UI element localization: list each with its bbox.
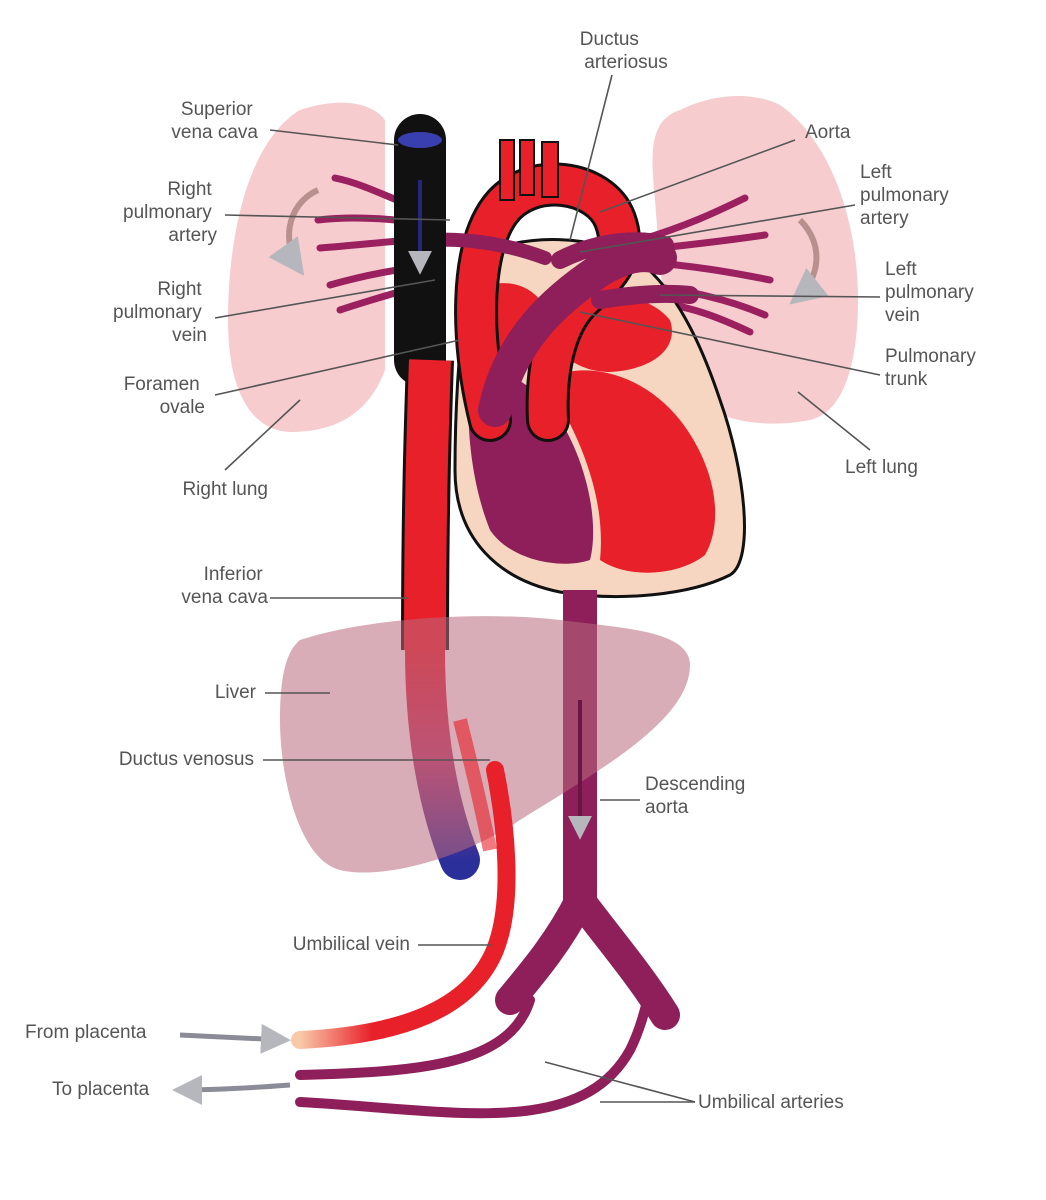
label-to-placenta: To placenta — [52, 1079, 150, 1100]
label-from-placenta: From placenta — [25, 1022, 147, 1043]
right-lung-shape — [228, 102, 385, 432]
label-right-lung: Right lung — [182, 479, 268, 500]
label-left-pulmonary-artery: Left pulmonary artery — [860, 162, 954, 229]
ductus-venosus-vessel — [453, 718, 497, 852]
label-superior-vena-cava: Superior vena cava — [171, 99, 258, 143]
liver-shape — [280, 616, 690, 873]
label-liver: Liver — [215, 682, 257, 703]
label-pulmonary-trunk: Pulmonary trunk — [885, 346, 981, 390]
label-ductus-venosus: Ductus venosus — [119, 749, 254, 770]
umbilical-vein-vessel — [291, 761, 516, 1049]
left-lung-shape — [652, 95, 858, 424]
left-pulmonary-vein-vessel — [591, 284, 699, 309]
labels: Ductus arteriosus Superior vena cava Aor… — [25, 29, 981, 1113]
aorta-vessel — [454, 139, 641, 442]
umbilical-arteries-vessels — [295, 985, 655, 1119]
label-right-pulmonary-vein: Right pulmonary vein — [113, 279, 207, 346]
left-lung-arrow-icon — [789, 217, 829, 305]
label-descending-aorta: Descending aorta — [645, 774, 751, 818]
leader-lines — [214, 74, 881, 1103]
label-ductus-arteriosus: Ductus arteriosus — [580, 29, 668, 73]
right-lung-arrow-icon — [268, 187, 320, 276]
label-umbilical-arteries: Umbilical arteries — [698, 1092, 844, 1113]
label-left-pulmonary-vein: Left pulmonary vein — [885, 259, 979, 326]
label-aorta: Aorta — [805, 122, 851, 143]
label-inferior-vena-cava: Inferior vena cava — [181, 564, 268, 608]
to-placenta-arrow-icon — [172, 1074, 291, 1105]
label-foramen-ovale: Foramen ovale — [124, 374, 205, 418]
from-placenta-arrow-icon — [179, 1023, 291, 1054]
label-left-lung: Left lung — [845, 457, 918, 478]
label-right-pulmonary-artery: Right pulmonary artery — [123, 179, 217, 246]
label-umbilical-vein: Umbilical vein — [293, 934, 410, 955]
